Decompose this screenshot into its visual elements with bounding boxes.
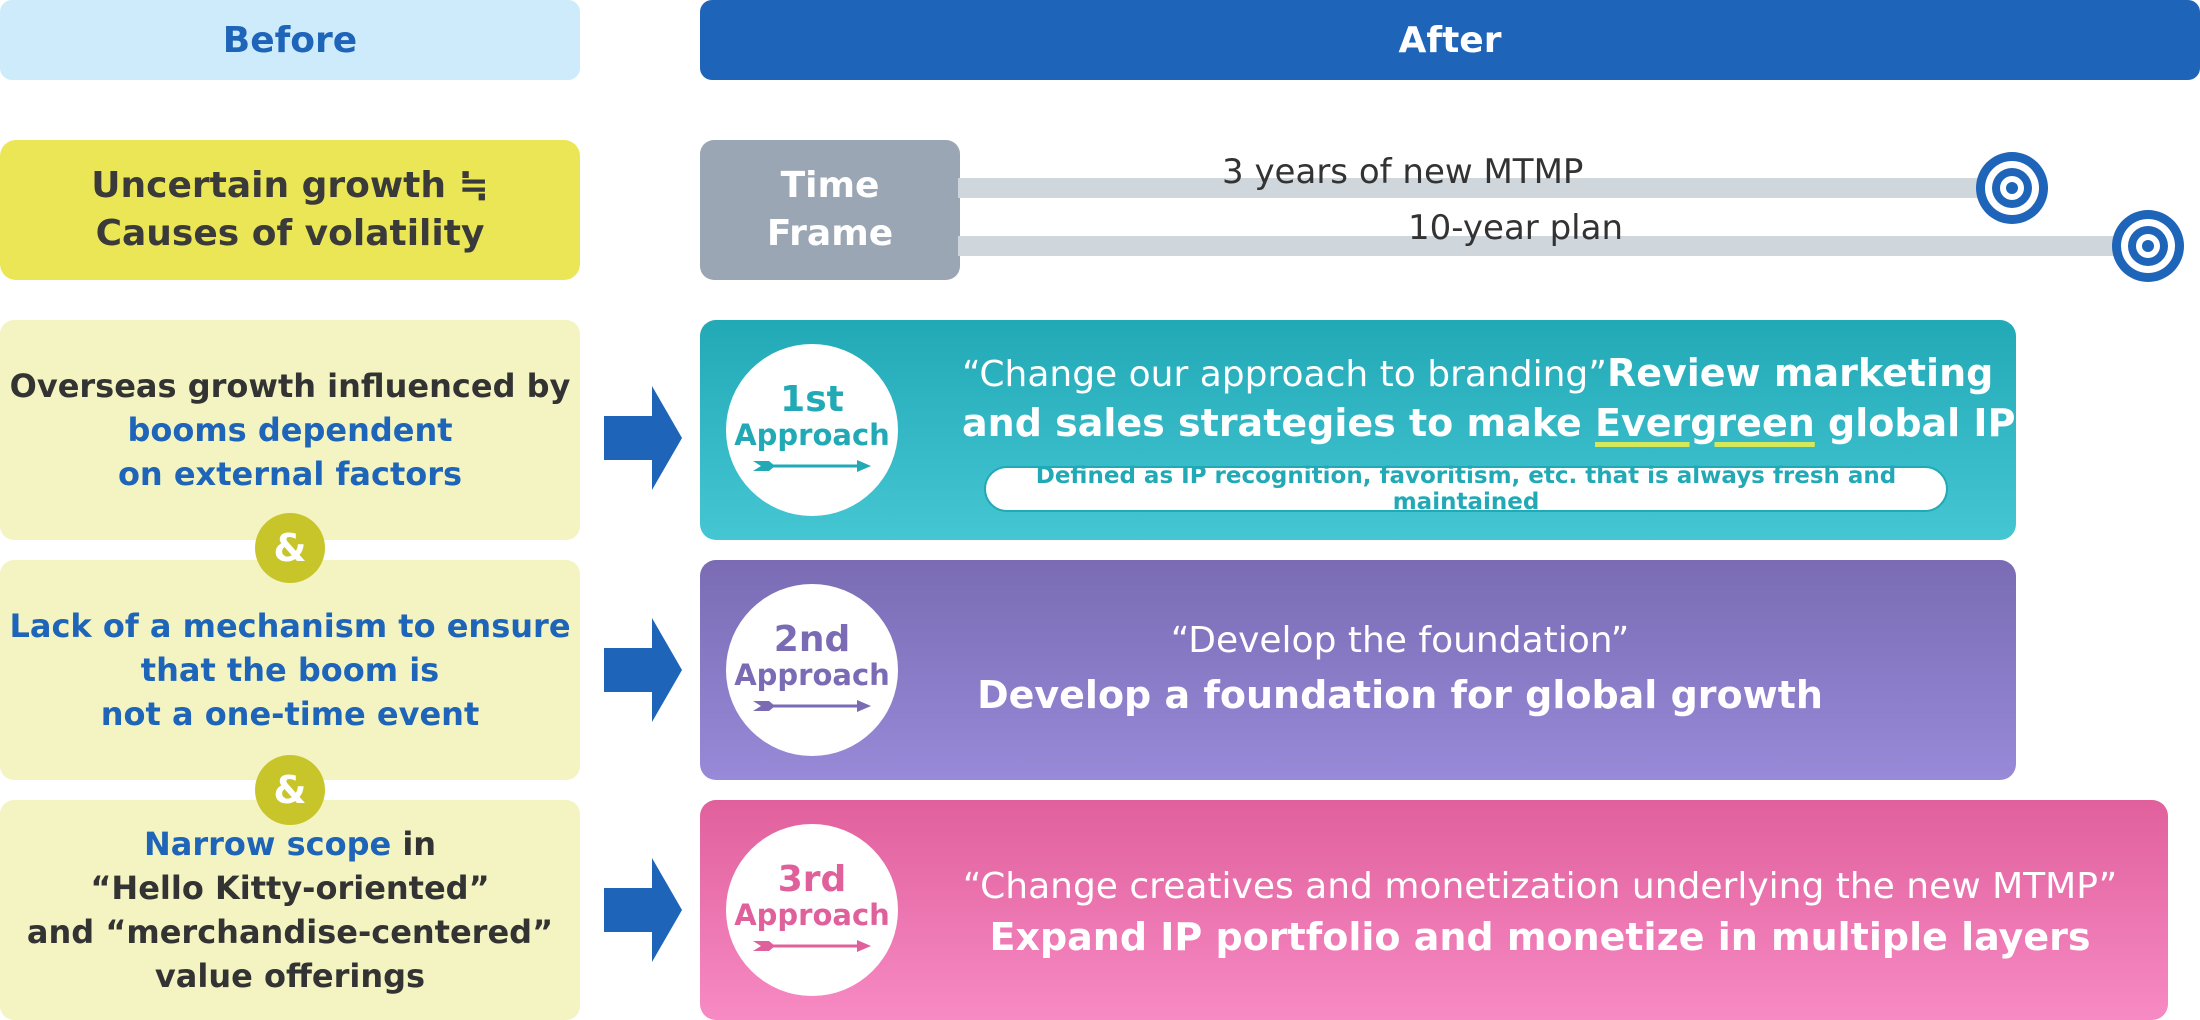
- approach-3-word: Approach: [734, 898, 890, 932]
- approach-2-badge: 2nd Approach: [726, 584, 898, 756]
- before-header-label: Before: [222, 19, 358, 61]
- arrow-right-icon: [604, 618, 682, 722]
- approach-3-bold: Expand IP portfolio and monetize in mult…: [989, 915, 2091, 959]
- cause-1-line-2: booms dependent: [127, 411, 453, 449]
- time-frame-box: Time Frame: [700, 140, 960, 280]
- approach-2-bold: Develop a foundation for global growth: [977, 673, 1823, 717]
- approach-3-quote: “Change creatives and monetization under…: [962, 866, 2118, 907]
- cause-3-highlight: Narrow scope: [143, 825, 392, 863]
- before-cause-3: Narrow scope in “Hello Kitty-oriented” a…: [0, 800, 580, 1020]
- approach-1-headline: “Change our approach to branding”Review …: [962, 348, 1993, 400]
- approach-1-bold-b-pre: and sales strategies to make: [962, 401, 1595, 445]
- approach-1-definition-note: Defined as IP recognition, favoritism, e…: [984, 463, 1948, 515]
- before-cause-2: Lack of a mechanism to ensure that the b…: [0, 560, 580, 780]
- ten-year-timeline-label: 10-year plan: [1408, 208, 1624, 248]
- target-icon: [1976, 152, 2048, 224]
- uncertain-line-2: Causes of volatility: [95, 213, 485, 254]
- approach-2-number: 2nd: [773, 619, 851, 660]
- uncertain-growth-box: Uncertain growth ≒ Causes of volatility: [0, 140, 580, 280]
- approach-1-number: 1st: [780, 379, 844, 420]
- mtmp-timeline-label: 3 years of new MTMP: [1222, 152, 1584, 192]
- approach-arrow-icon: [753, 460, 871, 472]
- cause-3-line-4: value offerings: [154, 957, 426, 995]
- approach-1-box: 1st Approach “Change our approach to bra…: [700, 320, 2016, 540]
- approach-3-badge: 3rd Approach: [726, 824, 898, 996]
- approach-3-number: 3rd: [777, 859, 847, 900]
- cause-2-line-2: that the boom is: [140, 651, 440, 689]
- cause-3-line-2: “Hello Kitty-oriented”: [90, 869, 490, 907]
- approach-1-bold-b-post: global IP: [1814, 401, 2016, 445]
- before-header: Before: [0, 0, 580, 80]
- uncertain-line-1: Uncertain growth ≒: [91, 165, 489, 206]
- approach-arrow-icon: [753, 940, 871, 952]
- approach-arrow-icon: [753, 700, 871, 712]
- after-header-label: After: [1398, 19, 1502, 61]
- approach-1-badge: 1st Approach: [726, 344, 898, 516]
- cause-3-line-1: Narrow scope in: [144, 822, 436, 866]
- ampersand-connector: &: [255, 513, 325, 583]
- target-icon: [2112, 210, 2184, 282]
- cause-2-line-3: not a one-time event: [100, 695, 480, 733]
- approach-3-box: 3rd Approach “Change creatives and monet…: [700, 800, 2168, 1020]
- approach-1-evergreen: Evergreen: [1594, 401, 1815, 445]
- time-frame-line-2: Frame: [766, 213, 894, 254]
- cause-3-line-3: and “merchandise-centered”: [26, 913, 554, 951]
- cause-2-line-1: Lack of a mechanism to ensure: [9, 607, 571, 645]
- approach-1-note-text: Defined as IP recognition, favoritism, e…: [1035, 463, 1897, 515]
- ten-year-timeline-track: [958, 236, 2158, 256]
- cause-3-line-1-rest: in: [391, 825, 437, 863]
- arrow-right-icon: [604, 858, 682, 962]
- approach-2-box: 2nd Approach “Develop the foundation” De…: [700, 560, 2016, 780]
- mtmp-timeline-track: [958, 178, 2020, 198]
- ampersand-connector: &: [255, 755, 325, 825]
- approach-1-word: Approach: [734, 418, 890, 452]
- approach-2-word: Approach: [734, 658, 890, 692]
- approach-1-quote: “Change our approach to branding”: [962, 354, 1607, 395]
- before-cause-1: Overseas growth influenced by booms depe…: [0, 320, 580, 540]
- cause-1-line-3: on external factors: [117, 455, 463, 493]
- approach-2-quote: “Develop the foundation”: [1170, 620, 1630, 661]
- arrow-right-icon: [604, 386, 682, 490]
- after-header: After: [700, 0, 2200, 80]
- approach-1-bold-a: Review marketing: [1606, 351, 1994, 395]
- approach-1-subline: and sales strategies to make Evergreen g…: [962, 398, 2015, 448]
- time-frame-line-1: Time: [780, 165, 880, 206]
- cause-1-line-1: Overseas growth influenced by: [9, 367, 571, 405]
